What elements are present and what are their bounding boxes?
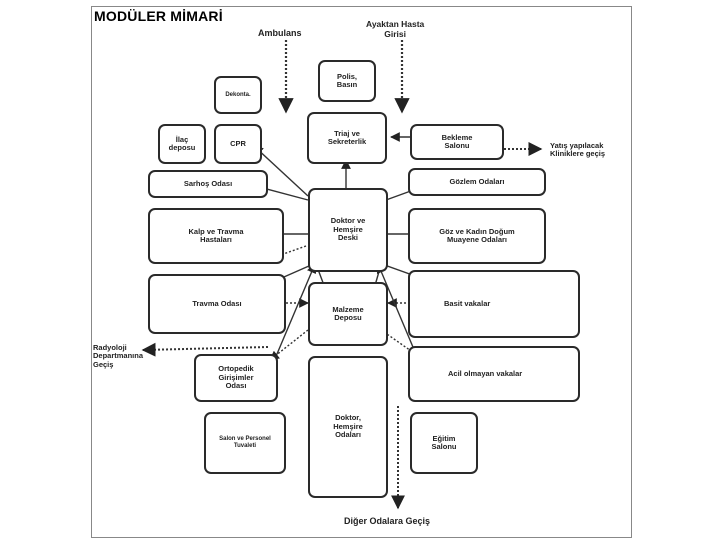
basit-room: Basit vakalar bbox=[408, 270, 580, 338]
cpr-room: CPR bbox=[214, 124, 262, 164]
radyoloji-arrow bbox=[141, 342, 269, 357]
goz-room: Göz ve Kadın Doğum Muayene Odaları bbox=[408, 208, 546, 264]
acil-olmayan-room: Acil olmayan vakalar bbox=[408, 346, 580, 402]
polis-room: Polis, Basın bbox=[318, 60, 376, 102]
sarhos-room: Sarhoş Odası bbox=[148, 170, 268, 198]
triaj-room: Triaj ve Sekreterlik bbox=[307, 112, 387, 164]
egitim-room: Eğitim Salonu bbox=[410, 412, 478, 474]
salon-personel-room: Salon ve Personel Tuvaleti bbox=[204, 412, 286, 474]
doktor-deski-room: Doktor ve Hemşire Deski bbox=[308, 188, 388, 272]
ambulans-label: Ambulans bbox=[258, 28, 302, 38]
kalp-room: Kalp ve Travma Hastaları bbox=[148, 208, 284, 264]
yatis-label: Yatış yapılacak Kliniklere geçiş bbox=[550, 141, 606, 159]
doktor-hemsire-room: Doktor, Hemşire Odaları bbox=[308, 356, 388, 498]
radyoloji-label: Radyoloji Departmanına Geçiş bbox=[93, 343, 144, 369]
ilac-room: İlaç deposu bbox=[158, 124, 206, 164]
travma-room: Travma Odası bbox=[148, 274, 286, 334]
cpr-deski-line bbox=[253, 145, 309, 197]
ortopedik-room: Ortopedik Girişimler Odası bbox=[194, 354, 278, 402]
page-title: MODÜLER MİMARİ bbox=[94, 8, 223, 24]
dekonta-room: Dekonta. bbox=[214, 76, 262, 114]
ayaktan-label: Ayaktan Hasta Girisi bbox=[366, 19, 425, 39]
gozlem-room: Gözlem Odaları bbox=[408, 168, 546, 196]
bekleme-room: Bekleme Salonu bbox=[410, 124, 504, 160]
malzeme-room: Malzeme Deposu bbox=[308, 282, 388, 346]
diger-label: Diğer Odalara Geçiş bbox=[344, 516, 431, 526]
malzeme-ortopedik-line bbox=[269, 329, 309, 361]
